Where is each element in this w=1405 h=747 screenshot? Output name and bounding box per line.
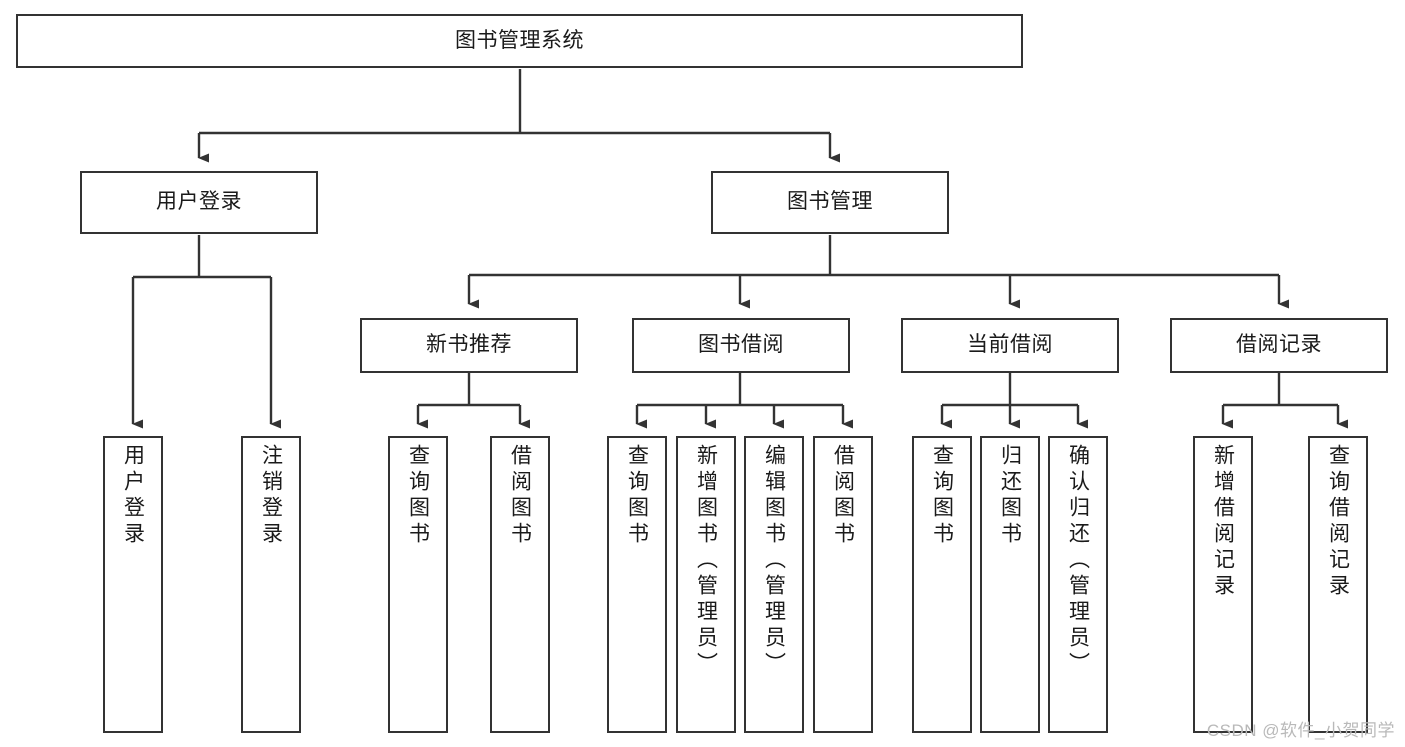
leaf-book-borrow-add[interactable]: 新增图书（管理员） bbox=[676, 436, 736, 733]
node-root-label: 图书管理系统 bbox=[455, 28, 584, 52]
leaf-label: 归还图书 bbox=[998, 444, 1022, 548]
leaf-label: 查询图书 bbox=[625, 444, 649, 548]
leaf-current-borrow-confirm[interactable]: 确认归还（管理员） bbox=[1048, 436, 1108, 733]
leaf-user-login-login[interactable]: 用户登录 bbox=[103, 436, 163, 733]
node-borrow-record[interactable]: 借阅记录 bbox=[1170, 318, 1388, 373]
node-root[interactable]: 图书管理系统 bbox=[16, 14, 1023, 68]
leaf-borrow-record-add[interactable]: 新增借阅记录 bbox=[1193, 436, 1253, 733]
leaf-book-borrow-borrow[interactable]: 借阅图书 bbox=[813, 436, 873, 733]
node-borrow-record-label: 借阅记录 bbox=[1236, 333, 1322, 357]
leaf-label: 新增借阅记录 bbox=[1211, 444, 1235, 600]
node-user-login[interactable]: 用户登录 bbox=[80, 171, 318, 234]
leaf-current-borrow-return[interactable]: 归还图书 bbox=[980, 436, 1040, 733]
watermark: CSDN @软件_小贺同学 bbox=[1206, 721, 1395, 740]
node-current-borrow-label: 当前借阅 bbox=[967, 333, 1053, 357]
leaf-book-borrow-query[interactable]: 查询图书 bbox=[607, 436, 667, 733]
node-book-borrow-label: 图书借阅 bbox=[698, 333, 784, 357]
leaf-current-borrow-query[interactable]: 查询图书 bbox=[912, 436, 972, 733]
node-book-management[interactable]: 图书管理 bbox=[711, 171, 949, 234]
node-book-management-label: 图书管理 bbox=[787, 190, 873, 214]
leaf-label: 借阅图书 bbox=[831, 444, 855, 548]
leaf-label: 确认归还（管理员） bbox=[1066, 444, 1090, 678]
node-user-login-label: 用户登录 bbox=[156, 190, 242, 214]
node-new-book-recommend[interactable]: 新书推荐 bbox=[360, 318, 578, 373]
node-current-borrow[interactable]: 当前借阅 bbox=[901, 318, 1119, 373]
leaf-new-books-borrow[interactable]: 借阅图书 bbox=[490, 436, 550, 733]
leaf-label: 编辑图书（管理员） bbox=[762, 444, 786, 678]
leaf-user-login-logout[interactable]: 注销登录 bbox=[241, 436, 301, 733]
leaf-label: 注销登录 bbox=[259, 444, 283, 548]
leaf-label: 新增图书（管理员） bbox=[694, 444, 718, 678]
leaf-label: 查询图书 bbox=[930, 444, 954, 548]
node-new-book-recommend-label: 新书推荐 bbox=[426, 333, 512, 357]
leaf-label: 查询图书 bbox=[406, 444, 430, 548]
leaf-label: 用户登录 bbox=[121, 444, 145, 548]
leaf-borrow-record-query[interactable]: 查询借阅记录 bbox=[1308, 436, 1368, 733]
leaf-label: 借阅图书 bbox=[508, 444, 532, 548]
leaf-new-books-query[interactable]: 查询图书 bbox=[388, 436, 448, 733]
leaf-label: 查询借阅记录 bbox=[1326, 444, 1350, 600]
leaf-book-borrow-edit[interactable]: 编辑图书（管理员） bbox=[744, 436, 804, 733]
node-book-borrow[interactable]: 图书借阅 bbox=[632, 318, 850, 373]
